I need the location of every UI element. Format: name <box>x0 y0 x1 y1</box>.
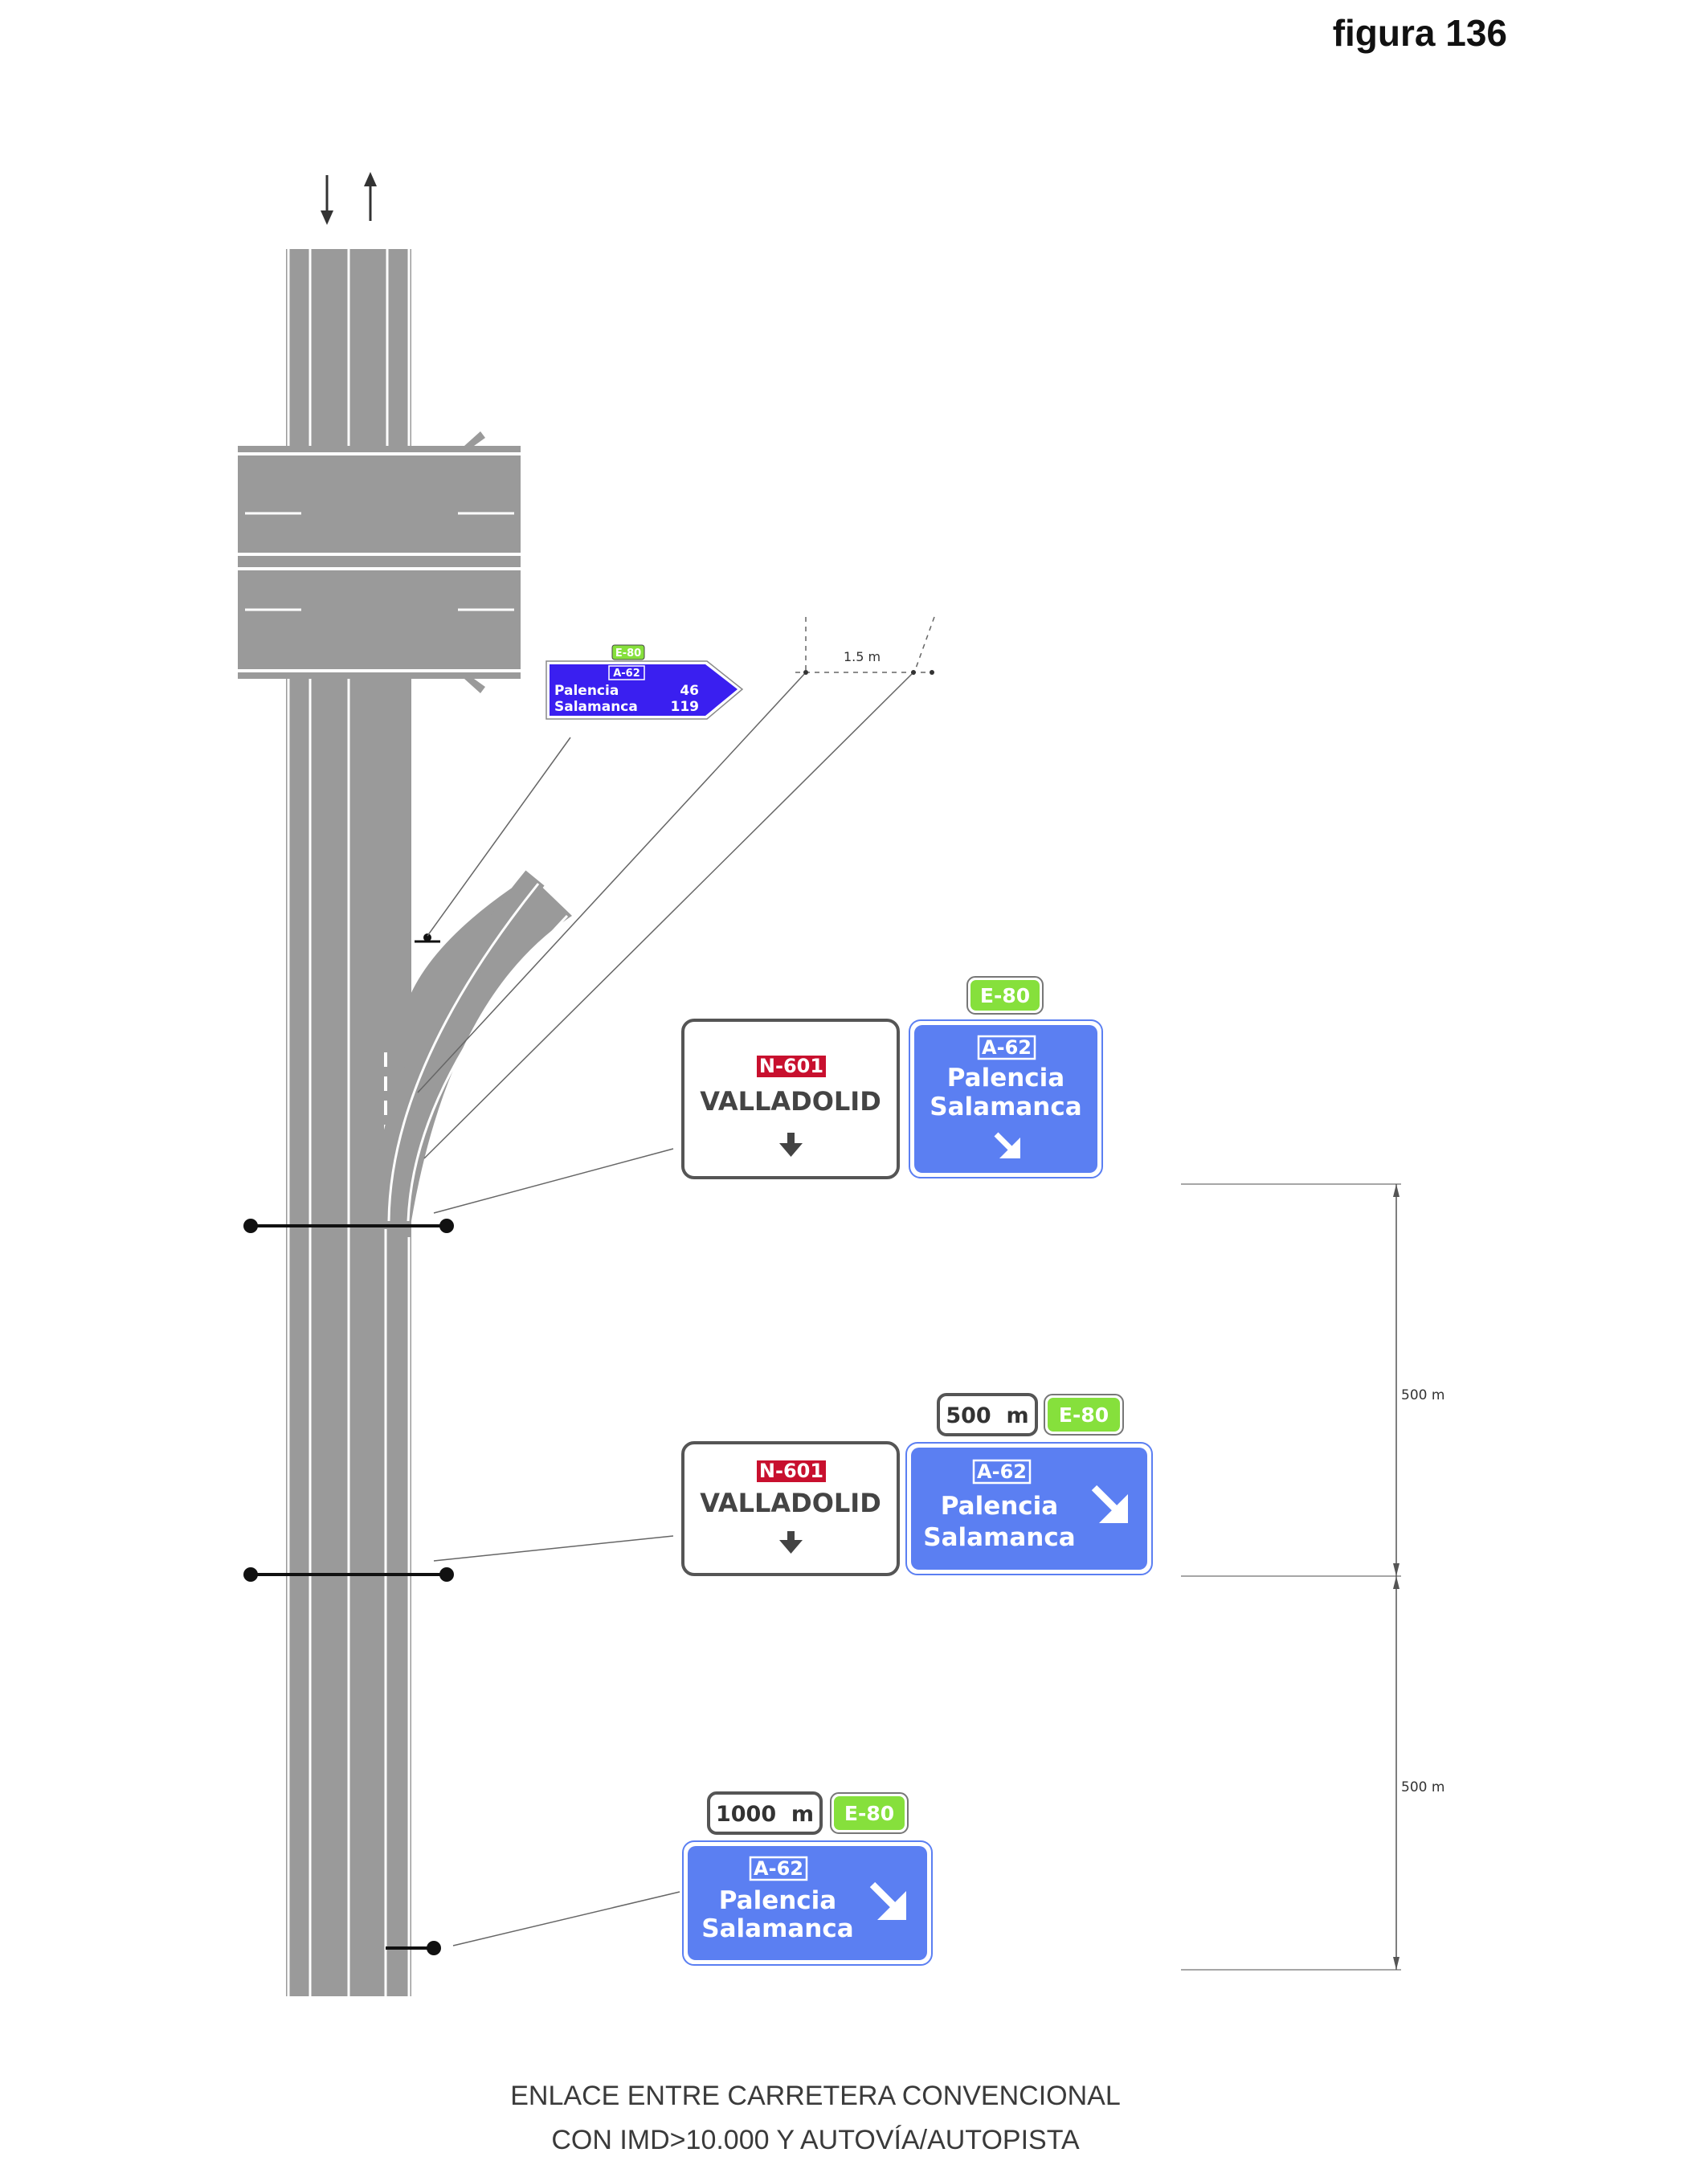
d1000-sign-palencia: A-62 Palencia Salamanca <box>682 1840 933 1966</box>
offset-detail: 1.5 m <box>795 616 935 676</box>
dimension-upper: 500 m <box>1401 1387 1444 1403</box>
leader-lines <box>417 672 914 1946</box>
d500-distance: 500 m <box>946 1403 1028 1428</box>
exit-e-route: E-80 <box>980 984 1030 1007</box>
cross-road-bridge <box>238 431 521 693</box>
offset-label: 1.5 m <box>844 649 881 664</box>
sign-gantry-exit <box>243 1219 454 1233</box>
e-route-badge-small <box>611 644 645 660</box>
exit-sign-palencia: E-80 A-62 Palencia Salamanca <box>909 976 1103 1178</box>
d500-n-dest: VALLADOLID <box>700 1488 881 1518</box>
confirmation-dist2: 119 <box>671 699 700 715</box>
exit-slip-road <box>372 870 572 1222</box>
d500-sign-palencia: A-62 Palencia Salamanca <box>905 1442 1153 1575</box>
d1000-distance: 1000 m <box>716 1802 814 1827</box>
sign-post-1000m <box>386 1941 441 1955</box>
confirmation-sign-post <box>415 933 440 943</box>
main-road-upper <box>286 249 411 446</box>
dimension-lower: 500 m <box>1401 1779 1444 1795</box>
sign-gantry-500m <box>243 1567 454 1582</box>
down-arrow-icon <box>779 1531 803 1554</box>
exit-sign-valladolid: N-601 VALLADOLID <box>681 1019 900 1179</box>
exit-dest1: Palencia <box>947 1064 1064 1093</box>
d1000-e-route: E-80 <box>844 1802 894 1825</box>
exit-n-route: N-601 <box>759 1055 823 1077</box>
d500-dest2: Salamanca <box>923 1523 1075 1552</box>
exit-n-dest: VALLADOLID <box>700 1086 881 1117</box>
d500-a-route: A-62 <box>977 1460 1027 1483</box>
confirmation-dest1: Palencia <box>554 683 619 699</box>
d500-e-route: E-80 <box>1059 1403 1109 1427</box>
traffic-direction-arrows <box>321 172 377 225</box>
d500-sign-valladolid: N-601 VALLADOLID <box>681 1441 900 1576</box>
diagonal-arrow-icon <box>994 1132 1020 1158</box>
d500-dest1: Palencia <box>941 1492 1058 1521</box>
down-arrow-icon <box>779 1133 803 1157</box>
confirmation-dest2: Salamanca <box>554 699 638 715</box>
d500-n-route: N-601 <box>759 1460 823 1482</box>
confirmation-sign: E-80 A-62 Palencia 46 Salamanca 119 <box>545 644 744 720</box>
distance-sign-500m: 500 m E-80 <box>937 1393 1124 1436</box>
d1000-dest2: Salamanca <box>701 1914 853 1943</box>
confirmation-dist1: 46 <box>680 683 699 699</box>
caption-line-1: ENLACE ENTRE CARRETERA CONVENCIONAL <box>510 2081 1121 2111</box>
diagonal-arrow-icon <box>1091 1485 1128 1523</box>
dimension-lines: 500 m 500 m <box>1181 1183 1444 1971</box>
diagonal-arrow-icon <box>869 1881 906 1920</box>
d1000-a-route: A-62 <box>754 1857 803 1880</box>
distance-sign-1000m: 1000 m E-80 <box>707 1791 909 1835</box>
main-road-lower <box>286 679 411 1996</box>
figure-label: figura 136 <box>1332 12 1507 54</box>
confirmation-a-route: A-62 <box>613 668 640 680</box>
d1000-dest1: Palencia <box>719 1886 836 1915</box>
confirmation-e-route: E-80 <box>615 647 641 660</box>
exit-dest2: Salamanca <box>930 1093 1081 1121</box>
exit-a-route: A-62 <box>982 1036 1032 1059</box>
caption-line-2: CON IMD>10.000 Y AUTOVÍA/AUTOPISTA <box>551 2125 1080 2155</box>
